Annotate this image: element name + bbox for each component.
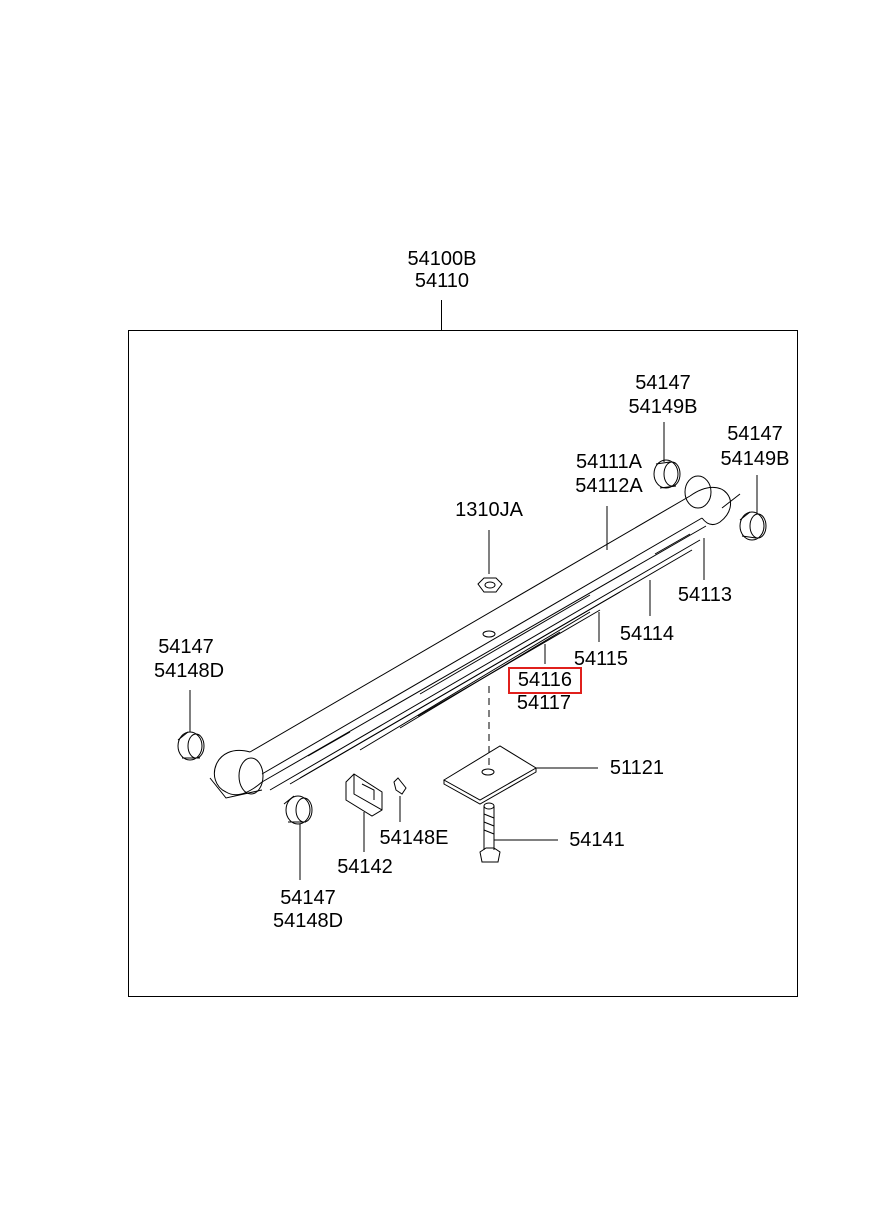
label-bushing-l-b: 54148D (153, 660, 225, 682)
bushing-right (739, 511, 767, 541)
label-bushing-r-b: 54149B (720, 448, 790, 470)
label-clip: 54142 (337, 856, 393, 878)
label-bushing-tr-a: 54147 (635, 372, 691, 394)
spring-pad (443, 745, 537, 805)
leaf-spring (209, 475, 741, 799)
label-pad: 51121 (609, 757, 665, 779)
bushing-left (177, 731, 205, 761)
spring-clip (345, 773, 383, 817)
label-main-leaf-a: 54111A (576, 451, 642, 473)
label-bushing-bl-a: 54147 (280, 887, 336, 909)
label-assembly-a: 54100B (407, 248, 477, 270)
bushing-top-right (653, 459, 681, 489)
label-assembly-b: 54110 (414, 270, 470, 292)
label-leaf-2: 54113 (677, 584, 733, 606)
label-bushing-tr-b: 54149B (628, 396, 698, 418)
label-bushing-bl-b: 54148D (272, 910, 344, 932)
center-nut (477, 577, 503, 593)
label-bushing-r-a: 54147 (727, 423, 783, 445)
bushing-bottom-left (283, 795, 313, 825)
label-nut: 1310JA (455, 499, 523, 521)
label-leaf-3: 54114 (619, 623, 675, 645)
clip-bolt (393, 777, 407, 795)
label-clip-bolt: 54148E (379, 827, 449, 849)
label-bolt: 54141 (569, 829, 625, 851)
highlight-box: 54116 (508, 667, 582, 694)
center-bolt (479, 802, 501, 863)
label-leaf-5-a: 54116 (508, 667, 582, 694)
label-main-leaf-b: 54112A (575, 475, 643, 497)
assembly-frame (128, 330, 798, 997)
label-bushing-l-a: 54147 (158, 636, 214, 658)
label-leaf-5-b: 54117 (516, 692, 572, 714)
label-leaf-4: 54115 (573, 648, 629, 670)
leader-lines (189, 422, 758, 880)
